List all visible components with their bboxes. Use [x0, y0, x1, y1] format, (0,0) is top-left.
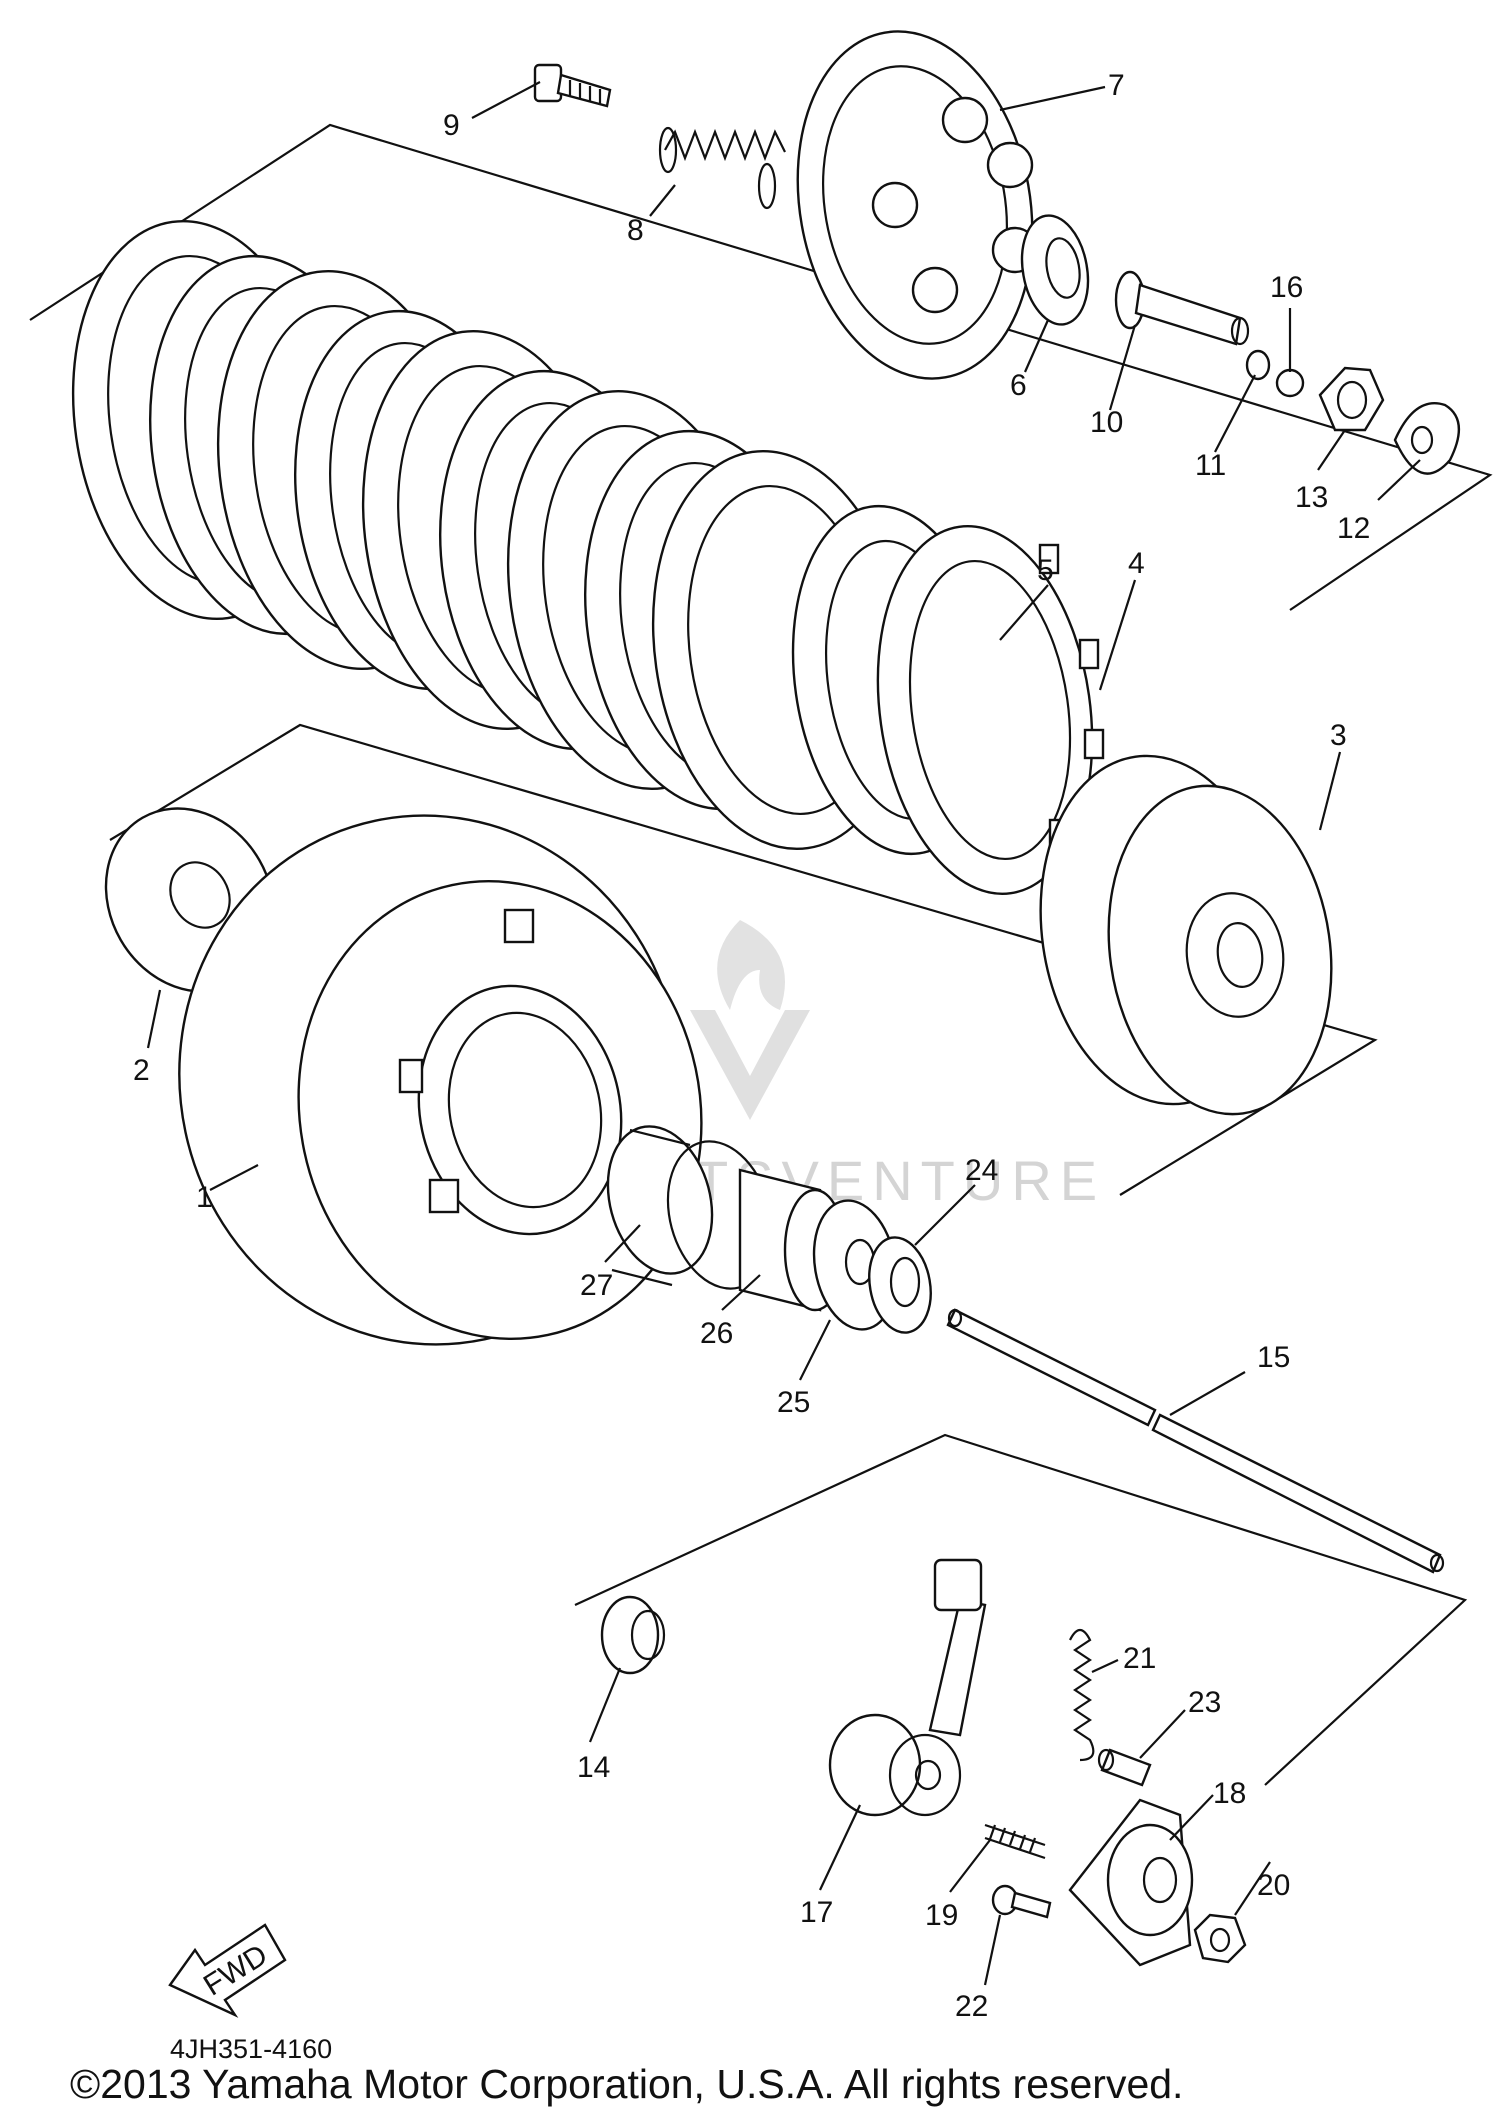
callout-5: 5	[1037, 554, 1054, 587]
clutch-plate-stack	[71, 219, 1105, 895]
part-22-screw	[991, 1884, 1052, 1919]
copyright-notice: ©2013 Yamaha Motor Corporation, U.S.A. A…	[70, 2061, 1183, 2107]
callout-12: 12	[1337, 512, 1370, 545]
callout-18: 18	[1213, 1777, 1246, 1810]
part-8-clutch-spring	[658, 126, 786, 210]
part-9-bolt	[533, 63, 612, 108]
callout-24: 24	[965, 1154, 998, 1187]
callout-4: 4	[1128, 547, 1145, 580]
part-18-lever-cover	[1068, 1798, 1194, 1967]
assembly-outline-lever	[574, 1433, 1468, 1786]
callout-17: 17	[800, 1896, 833, 1929]
callout-11: 11	[1195, 449, 1226, 482]
callout-21: 21	[1123, 1642, 1156, 1675]
callout-10: 10	[1090, 406, 1123, 439]
callout-1: 1	[196, 1181, 213, 1214]
part-14-oil-seal	[600, 1595, 666, 1675]
part-code: 4JH351-4160	[170, 2034, 332, 2064]
part-10-push-rod	[1114, 270, 1250, 346]
part-20-nut	[1193, 1913, 1247, 1964]
part-23-pin	[1097, 1748, 1152, 1787]
callout-2: 2	[133, 1054, 150, 1087]
callout-13: 13	[1295, 481, 1328, 514]
callout-9: 9	[443, 109, 460, 142]
part-27-needle-bearing	[606, 1125, 774, 1290]
assembly-outline-hub	[109, 723, 1378, 1196]
callout-23: 23	[1188, 1686, 1221, 1719]
part-3-clutch-boss	[1039, 754, 1333, 1116]
part-17-push-lever-shaft	[828, 1558, 987, 1817]
callout-7: 7	[1108, 69, 1125, 102]
part-4-friction-plate	[876, 525, 1105, 895]
callout-20: 20	[1257, 1869, 1290, 1902]
fwd-arrow-icon: FWD	[168, 1923, 287, 2018]
part-19-adjusting-screw	[984, 1823, 1046, 1860]
callout-6: 6	[1010, 369, 1027, 402]
part-6-bearing	[1020, 214, 1090, 326]
part-15-push-rod	[946, 1308, 1445, 1574]
callout-3: 3	[1330, 719, 1347, 752]
part-21-return-spring	[1069, 1628, 1095, 1762]
part-24-collar	[868, 1236, 932, 1334]
callout-22: 22	[955, 1990, 988, 2023]
part-13-nut	[1318, 366, 1385, 432]
callout-16: 16	[1270, 271, 1303, 304]
part-7-pressure-plate	[796, 30, 1039, 380]
part-1-clutch-housing	[178, 814, 703, 1346]
callout-14: 14	[577, 1751, 610, 1784]
callout-26: 26	[700, 1317, 733, 1350]
part-11-o-ring	[1245, 349, 1271, 381]
callout-27: 27	[580, 1269, 613, 1302]
part-12-lock-washer	[1393, 402, 1461, 475]
callout-19: 19	[925, 1899, 958, 1932]
callout-15: 15	[1257, 1341, 1290, 1374]
part-16-ball	[1275, 368, 1305, 398]
callout-25: 25	[777, 1386, 810, 1419]
callout-8: 8	[627, 214, 644, 247]
leader-lines	[146, 81, 1421, 1986]
callouts: 9 8 7 6 10 16 11 13 12 5 4 3 2 1 24 15 2…	[133, 69, 1370, 2023]
